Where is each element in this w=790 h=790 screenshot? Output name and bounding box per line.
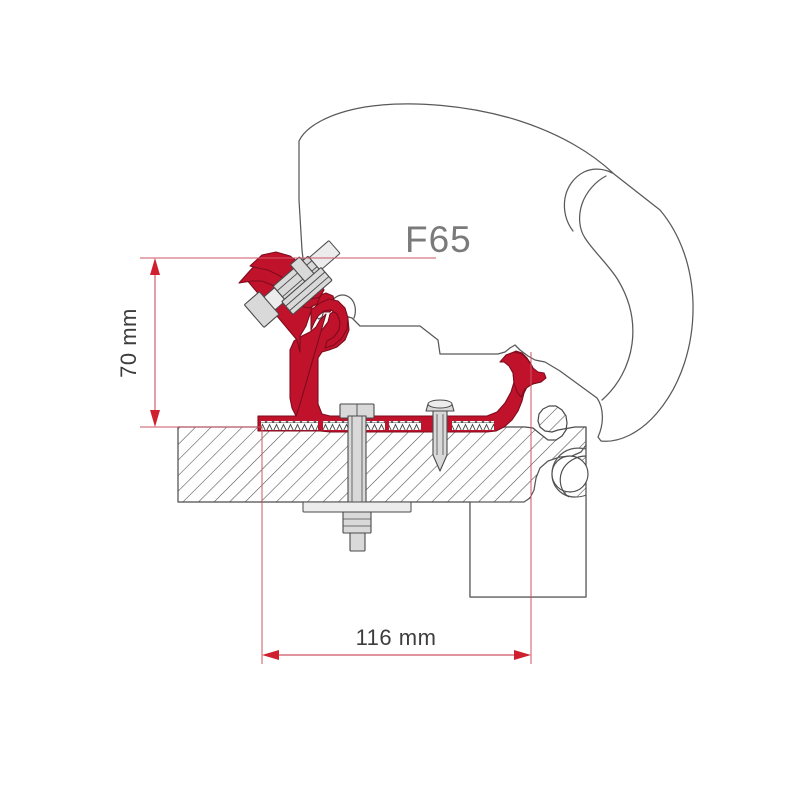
- roof-channel: [469, 426, 589, 598]
- dimension-height-label: 70 mm: [116, 308, 141, 378]
- dimension-width-label: 116 mm: [356, 625, 437, 650]
- clamp-head-bolts: [244, 240, 341, 328]
- through-bolt: [302, 403, 412, 552]
- dimension-height-70mm: 70 mm: [116, 257, 436, 428]
- rail-serration: [261, 421, 494, 430]
- product-label: F65: [405, 219, 472, 260]
- dimension-width-116mm: 116 mm: [261, 352, 532, 664]
- awning-housing: [298, 103, 694, 442]
- self-tapping-screw: [425, 399, 455, 472]
